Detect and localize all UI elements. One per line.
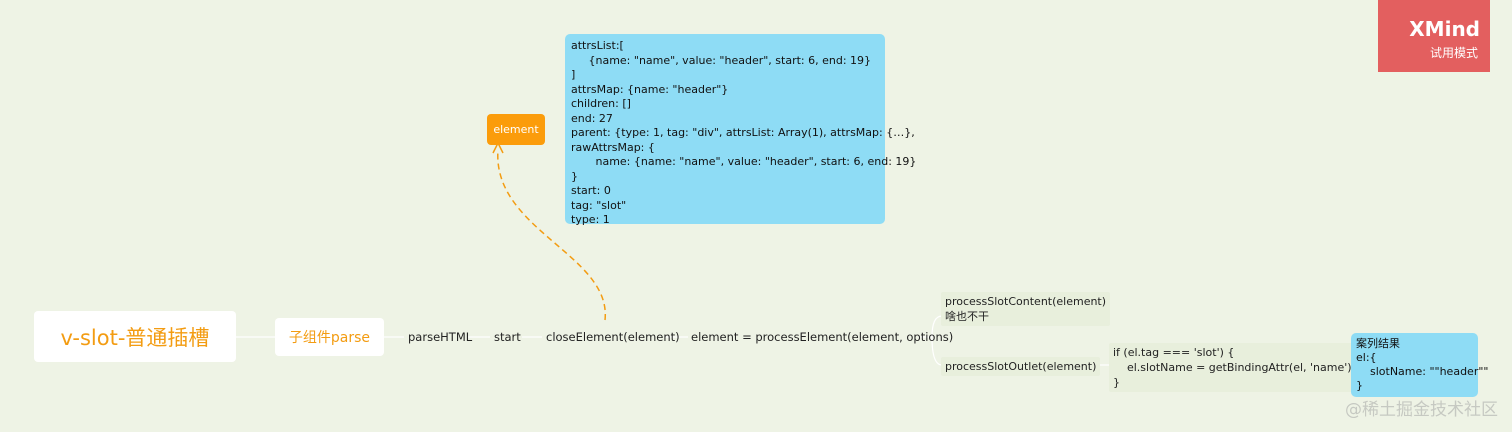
topic-process-slot-outlet[interactable]: processSlotOutlet(element) <box>941 357 1101 376</box>
element-details-note: attrsList:[ {name: "name", value: "heade… <box>565 34 916 226</box>
topic-start[interactable]: start <box>494 330 521 344</box>
callout-element-tag[interactable]: element <box>487 114 545 145</box>
result-note: 案列结果 el:{ slotName: ""header"" } <box>1351 333 1488 397</box>
watermark-text: @稀土掘金技术社区 <box>1345 400 1498 420</box>
xmind-logo-text: XMind <box>1409 17 1480 41</box>
topic-close-element[interactable]: closeElement(element) <box>546 330 680 344</box>
subtopic-child-parse[interactable]: 子组件parse <box>275 318 384 356</box>
trial-mode-label: 试用模式 <box>1429 46 1478 60</box>
root-topic[interactable]: v-slot-普通插槽 <box>34 311 236 362</box>
outlet-code-snippet[interactable]: if (el.tag === 'slot') { el.slotName = g… <box>1109 343 1356 392</box>
topic-process-slot-content[interactable]: processSlotContent(element) 啥也不干 <box>941 292 1111 326</box>
xmind-trial-badge[interactable]: XMind 试用模式 <box>1378 0 1490 72</box>
topic-parsehtml[interactable]: parseHTML <box>408 330 473 344</box>
topic-process-element[interactable]: element = processElement(element, option… <box>691 330 954 344</box>
